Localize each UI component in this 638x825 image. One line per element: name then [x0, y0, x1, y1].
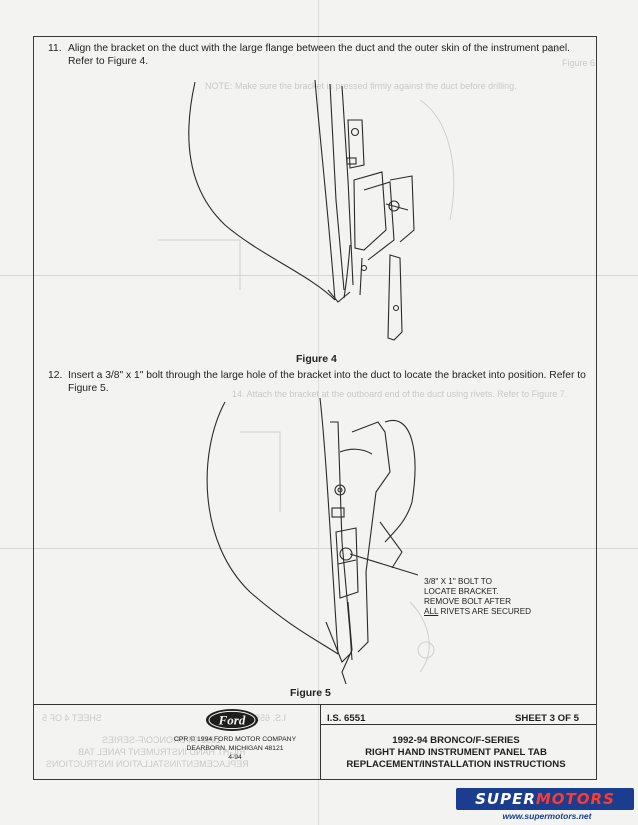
bleedthrough-text: 14. Attach the bracket at the outboard e…: [232, 389, 568, 399]
address-text: DEARBORN, MICHIGAN 48121: [186, 745, 284, 752]
title-line: 1992-94 BRONCO/F-SERIES: [392, 735, 520, 746]
is-number: I.S. 6551: [327, 713, 366, 724]
sheet-number: SHEET 3 OF 5: [515, 713, 579, 724]
ford-logo-text: Ford: [218, 713, 246, 728]
fold-line: [0, 548, 638, 549]
step-11: 11. Align the bracket on the duct with t…: [48, 42, 593, 70]
callout-line: LOCATE BRACKET.: [424, 587, 499, 596]
step-12: 12. Insert a 3/8" x 1" bolt through the …: [48, 369, 593, 397]
watermark-brand: SUPERMOTORS: [456, 790, 634, 808]
document-title: 1992-94 BRONCO/F-SERIES RIGHT HAND INSTR…: [320, 735, 592, 771]
watermark-url: www.supermotors.net: [502, 811, 592, 821]
title-line: RIGHT HAND INSTRUMENT PANEL TAB: [365, 747, 547, 758]
fold-line: [318, 0, 319, 825]
fold-line: [0, 275, 638, 276]
callout-line: RIVETS ARE SECURED: [438, 607, 532, 616]
supermotors-watermark: SUPERMOTORS www.supermotors.net: [456, 788, 636, 822]
date-text: 4-94: [228, 754, 242, 761]
title-block-border: [320, 704, 321, 780]
step-number: 11.: [48, 43, 62, 54]
title-block-border: [320, 724, 597, 725]
bleedthrough-text: 13.: [548, 44, 561, 54]
watermark-brand-part: SUPER: [475, 790, 536, 808]
callout-line: 3/8" X 1" BOLT TO: [424, 577, 493, 586]
bleedthrough-text: NOTE: Make sure the bracket is pressed f…: [205, 81, 517, 91]
watermark-bar: [456, 788, 634, 810]
callout-line: REMOVE BOLT AFTER: [424, 597, 512, 606]
step-text: Insert a 3/8" x 1" bolt through the larg…: [68, 370, 586, 394]
copyright-text: CPR © 1994 FORD MOTOR COMPANY: [173, 736, 297, 743]
figure-5-illustration: [206, 397, 435, 684]
figure-4-illustration: [158, 80, 455, 341]
watermark-brand-part: MOTORS: [535, 790, 615, 808]
title-block-border: [33, 704, 597, 705]
figure-4-caption: Figure 4: [296, 353, 337, 365]
bolt-callout: 3/8" X 1" BOLT TO LOCATE BRACKET. REMOVE…: [424, 577, 531, 617]
step-text: Align the bracket on the duct with the l…: [68, 43, 571, 67]
bleedthrough-text: Figure 6.: [562, 58, 598, 68]
ford-logo: Ford: [206, 709, 258, 731]
callout-emphasis: ALL: [424, 607, 439, 616]
figure-5-caption: Figure 5: [290, 687, 331, 699]
page-border: [33, 36, 597, 780]
step-number: 12.: [48, 370, 63, 381]
title-line: REPLACEMENT/INSTALLATION INSTRUCTIONS: [346, 759, 566, 770]
copyright-block: CPR © 1994 FORD MOTOR COMPANY DEARBORN, …: [160, 735, 310, 762]
